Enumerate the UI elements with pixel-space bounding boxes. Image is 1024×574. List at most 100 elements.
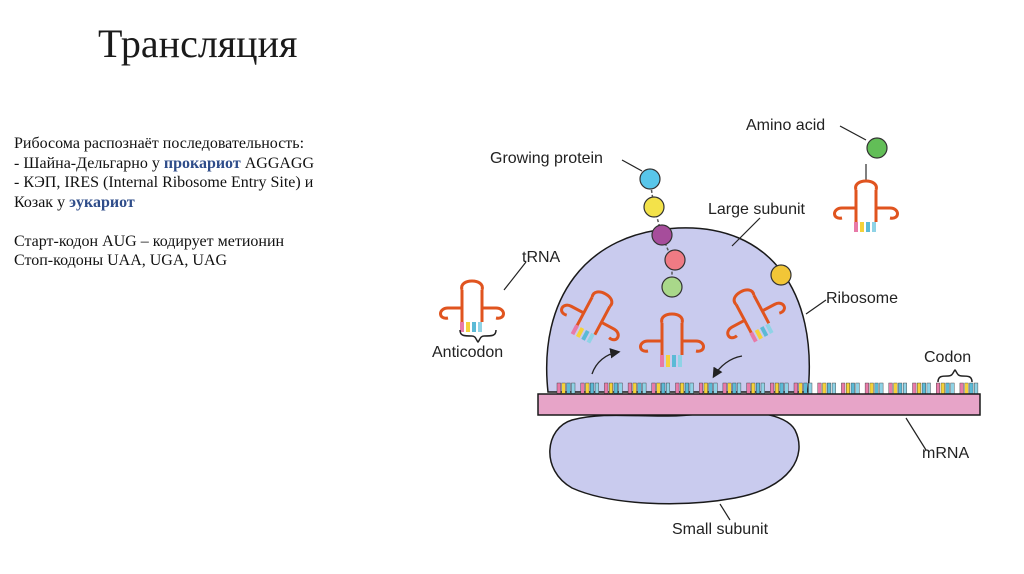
mrna-base (803, 382, 808, 395)
leader-amino-acid (839, 125, 867, 141)
mrna-base (921, 382, 926, 395)
codon-brace (937, 368, 973, 383)
anticodon-brace (459, 329, 497, 344)
mrna-base (874, 382, 879, 395)
mrna-base (561, 382, 566, 395)
leader-small-subunit (719, 503, 731, 521)
label-ribosome: Ribosome (826, 290, 898, 307)
leader-mrna (905, 417, 927, 451)
mrna-base (627, 382, 632, 395)
mrna-base (864, 382, 869, 395)
mrna-base (822, 382, 827, 395)
text-line-4: Козак у эукариот (14, 193, 414, 213)
mrna-base (708, 382, 713, 395)
label-codon: Codon (924, 349, 971, 366)
amino-acid-1 (639, 168, 661, 190)
mrna-base (642, 382, 647, 395)
mrna-base (903, 382, 908, 395)
amino-acid-ribosome-right (770, 264, 792, 286)
mrna-base (756, 382, 761, 395)
mrna-base (850, 382, 855, 395)
mrna-base (684, 382, 689, 395)
body-text: Рибосома распознаёт последовательность: … (14, 134, 414, 271)
mrna-strand (537, 393, 981, 416)
mrna-base (770, 382, 775, 395)
mrna-base (779, 382, 784, 395)
mrna-base (831, 382, 836, 395)
mrna-base (618, 382, 623, 395)
text-line-1: Рибосома распознаёт последовательность: (14, 135, 305, 152)
mrna-base (571, 382, 576, 395)
text-line-2: - Шайна-Дельгарно у прокариот AGGAGG (14, 154, 414, 174)
label-amino-acid: Amino acid (746, 117, 825, 134)
trna-right-in-ribosome (726, 288, 786, 343)
mrna-base (969, 382, 974, 395)
text-line-3: - КЭП, IRES (Internal Ribosome Entry Sit… (14, 174, 314, 191)
mrna-base (727, 382, 732, 395)
mrna-base (699, 382, 704, 395)
mrna-bases (556, 382, 979, 395)
mrna-base (556, 382, 561, 395)
mrna-base (689, 382, 694, 395)
mrna-base (893, 382, 898, 395)
mrna-base (888, 382, 893, 395)
mrna-base (732, 382, 737, 395)
mrna-base (722, 382, 727, 395)
trna-center-in-ribosome (639, 312, 705, 367)
label-growing-protein: Growing protein (490, 150, 603, 167)
amino-acid-4 (664, 249, 686, 271)
amino-acid-2 (643, 196, 665, 218)
mrna-base (703, 382, 708, 395)
mrna-base (869, 382, 874, 395)
text-line-6: Стоп-кодоны UAA, UGA, UAG (14, 252, 228, 269)
leader-large-subunit (731, 217, 761, 247)
mrna-base (590, 382, 595, 395)
text-line-4-pre: Козак у (14, 193, 70, 211)
mrna-base (637, 382, 642, 395)
leader-trna (503, 261, 527, 291)
text-line-2-pre: - Шайна-Дельгарно у (14, 154, 164, 172)
mrna-base (751, 382, 756, 395)
mrna-base (940, 382, 945, 395)
arrow-left (591, 348, 621, 375)
small-subunit (549, 410, 800, 505)
mrna-base (808, 382, 813, 395)
arrow-right (712, 355, 743, 379)
leader-ribosome (805, 299, 827, 315)
mrna-base (841, 382, 846, 395)
mrna-base (760, 382, 765, 395)
mrna-base (661, 382, 666, 395)
highlight-prokaryotes: прокариот (163, 154, 241, 172)
mrna-base (609, 382, 614, 395)
leader-growing-protein (621, 159, 643, 172)
label-large-subunit: Large subunit (708, 201, 806, 218)
text-line-2-post: AGGAGG (240, 154, 315, 172)
mrna-base (784, 382, 789, 395)
mrna-base (798, 382, 803, 395)
free-amino-acid (866, 137, 888, 159)
mrna-base (964, 382, 969, 395)
amino-acid-3 (651, 224, 673, 246)
mrna-base (936, 382, 941, 395)
mrna-base (912, 382, 917, 395)
mrna-base (566, 382, 571, 395)
mrna-base (666, 382, 671, 395)
label-small-subunit: Small subunit (672, 521, 769, 538)
mrna-base (713, 382, 718, 395)
trna-left-in-ribosome (560, 290, 620, 344)
slide-title: Трансляция (98, 21, 298, 66)
mrna-base (898, 382, 903, 395)
mrna-base (604, 382, 609, 395)
mrna-base (945, 382, 950, 395)
mrna-base (846, 382, 851, 395)
label-trna: tRNA (522, 249, 561, 266)
mrna-base (737, 382, 742, 395)
free-trna-right (833, 179, 899, 232)
text-line-5: Старт-кодон AUG – кодирует метионин (14, 232, 285, 250)
label-mrna: mRNA (922, 445, 969, 462)
mrna-base (680, 382, 685, 395)
mrna-base (817, 382, 822, 395)
mrna-base (974, 382, 979, 395)
mrna-base (793, 382, 798, 395)
mrna-base (950, 382, 955, 395)
